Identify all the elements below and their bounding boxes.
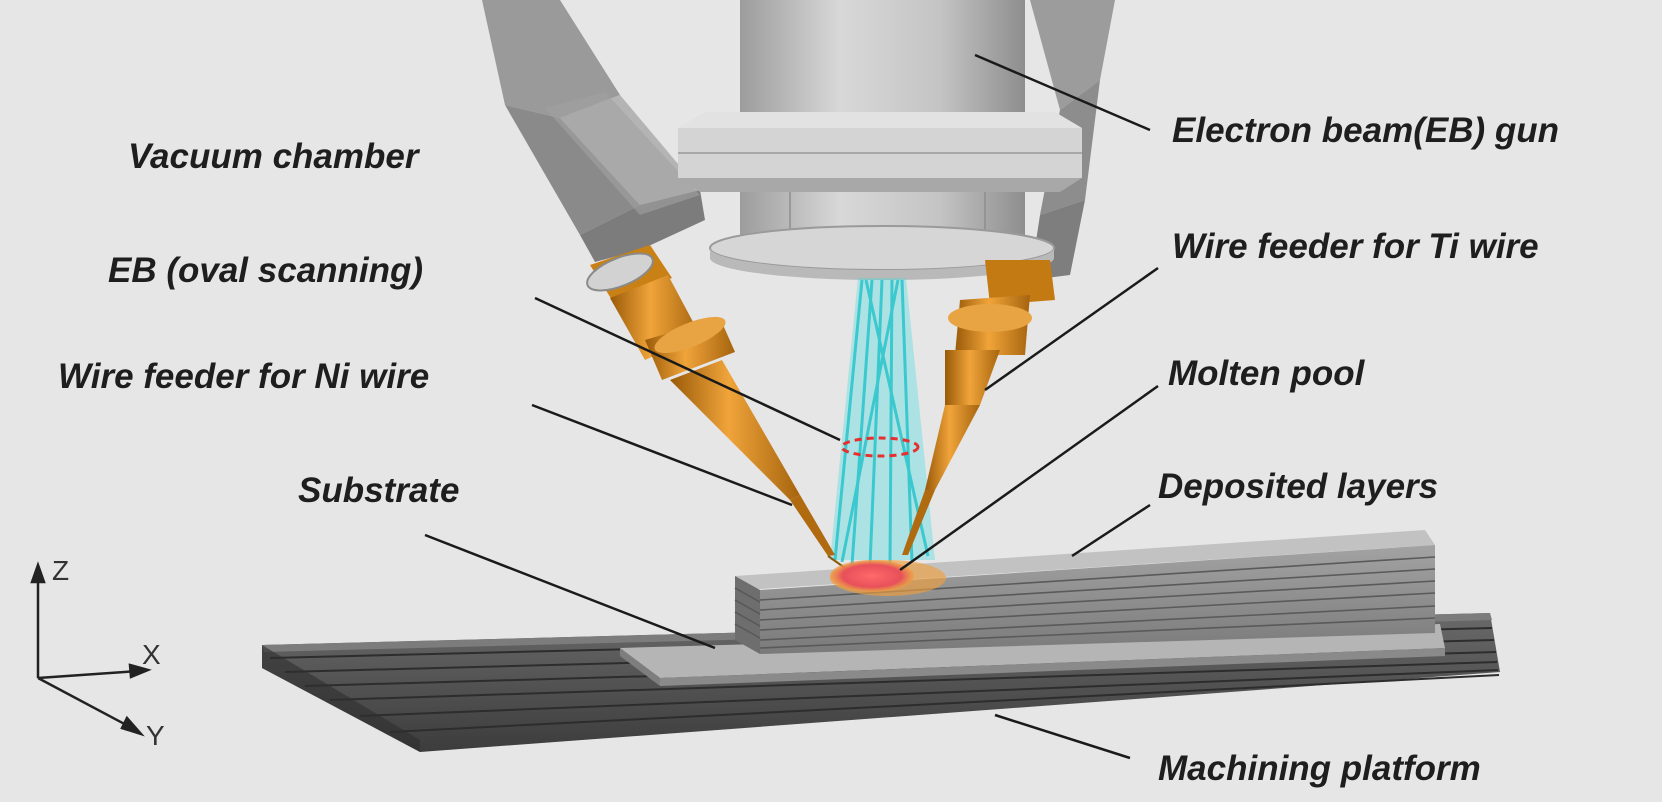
molten-pool [830,560,946,596]
ti-wire-feeder [902,260,1055,555]
leader-eb-gun [974,53,1151,132]
label-eb-gun: Electron beam(EB) gun [1172,111,1559,150]
leader-eb-oval [534,296,841,442]
label-molten-pool: Molten pool [1168,354,1366,393]
leader-substrate [424,533,716,650]
label-substrate: Substrate [298,471,459,510]
leader-deposited-layers [1071,503,1151,558]
leader-ti-feeder [984,266,1159,392]
label-machining-platform: Machining platform [1158,749,1481,788]
axis-z-label: Z [52,555,69,586]
axis-x-label: X [142,639,161,670]
label-deposited-layers: Deposited layers [1158,467,1438,506]
coordinate-axes [30,561,152,737]
leader-ni-feeder [531,403,793,507]
electron-beam [830,278,935,566]
ni-wire-feeder [586,245,856,576]
axis-y-label: Y [146,720,165,751]
label-vacuum-chamber: Vacuum chamber [128,137,421,176]
label-eb-oval: EB (oval scanning) [108,251,423,290]
leader-machining-platform [994,713,1131,760]
leader-lines [424,53,1159,760]
oval-scan-path [840,436,920,458]
vacuum-chamber [482,0,1115,280]
electron-beam-gun [678,0,1082,280]
label-ti-feeder: Wire feeder for Ti wire [1172,227,1539,266]
label-ni-feeder: Wire feeder for Ni wire [58,357,429,396]
leader-molten-pool [899,384,1159,572]
